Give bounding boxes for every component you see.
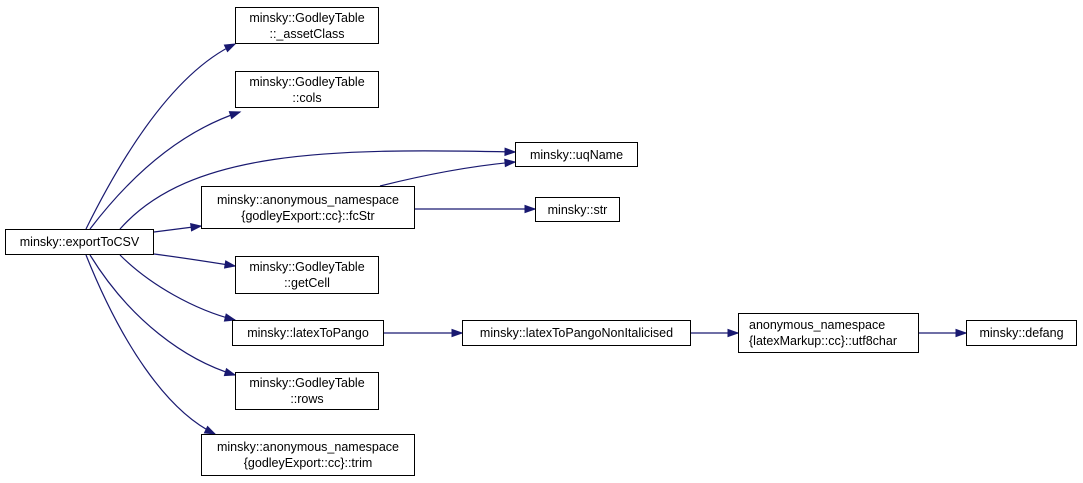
arrowhead-icon (223, 260, 237, 269)
node-godley-table-asset-class[interactable]: minsky::GodleyTable ::_assetClass (235, 7, 379, 44)
node-label-line2: ::getCell (284, 276, 330, 290)
node-label-line2: ::_assetClass (269, 26, 345, 41)
node-defang[interactable]: minsky::defang (966, 320, 1077, 346)
node-label: minsky::uqName (529, 147, 624, 162)
node-trim[interactable]: minsky::anonymous_namespace {godleyExpor… (201, 434, 415, 476)
node-label-line1: minsky::GodleyTable (249, 260, 365, 274)
node-label: minsky::latexToPangoNonItalicised (479, 326, 674, 340)
node-latex-to-pango[interactable]: minsky::latexToPango (232, 320, 384, 346)
arrowhead-icon (524, 204, 537, 214)
node-label-line2: {latexMarkup::cc}::utf8char (749, 334, 897, 348)
arrowhead-icon (727, 328, 740, 338)
node-label-line2: ::cols (292, 90, 322, 105)
node-uq-name[interactable]: minsky::uqName (515, 142, 638, 167)
node-label-line1: minsky::GodleyTable (249, 376, 365, 390)
call-edge-exportToCSV-to-uqName (119, 150, 516, 230)
node-export-to-csv[interactable]: minsky::exportToCSV (5, 229, 154, 255)
node-godley-table-rows[interactable]: minsky::GodleyTable ::rows (235, 372, 379, 410)
node-label-line2: {godleyExport::cc}::trim (243, 456, 373, 470)
node-label-line2: {godleyExport::cc}::fcStr (241, 208, 375, 223)
node-label-line1: minsky::GodleyTable (249, 10, 365, 25)
node-label-line1: minsky::GodleyTable (249, 74, 365, 89)
arrowhead-icon (504, 147, 517, 157)
call-edge-exportToCSV-to-assetClass (85, 43, 236, 230)
call-edge-exportToCSV-to-getCell (153, 253, 236, 267)
call-edge-exportToCSV-to-cols (89, 111, 241, 230)
node-label: minsky::str (547, 202, 608, 217)
arrowhead-icon (203, 425, 217, 435)
node-label-line1: minsky::anonymous_namespace (216, 440, 400, 454)
node-label: minsky::defang (979, 326, 1064, 340)
arrowhead-icon (223, 43, 237, 53)
arrowhead-icon (451, 328, 464, 338)
arrowhead-icon (504, 158, 517, 168)
call-edge-fcStr-to-uqName (379, 161, 516, 187)
node-fc-str[interactable]: minsky::anonymous_namespace {godleyExpor… (201, 186, 415, 229)
call-edge-exportToCSV-to-trim (85, 254, 216, 435)
node-utf8char[interactable]: anonymous_namespace {latexMarkup::cc}::u… (738, 313, 919, 353)
node-latex-to-pango-non-italicised[interactable]: minsky::latexToPangoNonItalicised (462, 320, 691, 346)
node-godley-table-cols[interactable]: minsky::GodleyTable ::cols (235, 71, 379, 108)
call-edge-exportToCSV-to-latexToPango (119, 254, 236, 321)
node-label-line1: minsky::anonymous_namespace (216, 192, 400, 207)
node-label: minsky::exportToCSV (19, 235, 140, 249)
node-label: minsky::latexToPango (247, 326, 369, 340)
arrowhead-icon (190, 223, 203, 232)
arrowhead-icon (223, 367, 237, 377)
node-label-line1: anonymous_namespace (749, 318, 886, 332)
node-label-line2: ::rows (290, 392, 324, 406)
arrowhead-icon (228, 111, 242, 120)
arrowhead-icon (223, 313, 237, 322)
call-edge-exportToCSV-to-rows (89, 254, 236, 376)
node-godley-table-get-cell[interactable]: minsky::GodleyTable ::getCell (235, 256, 379, 294)
arrowhead-icon (955, 328, 968, 338)
node-str[interactable]: minsky::str (535, 197, 620, 222)
